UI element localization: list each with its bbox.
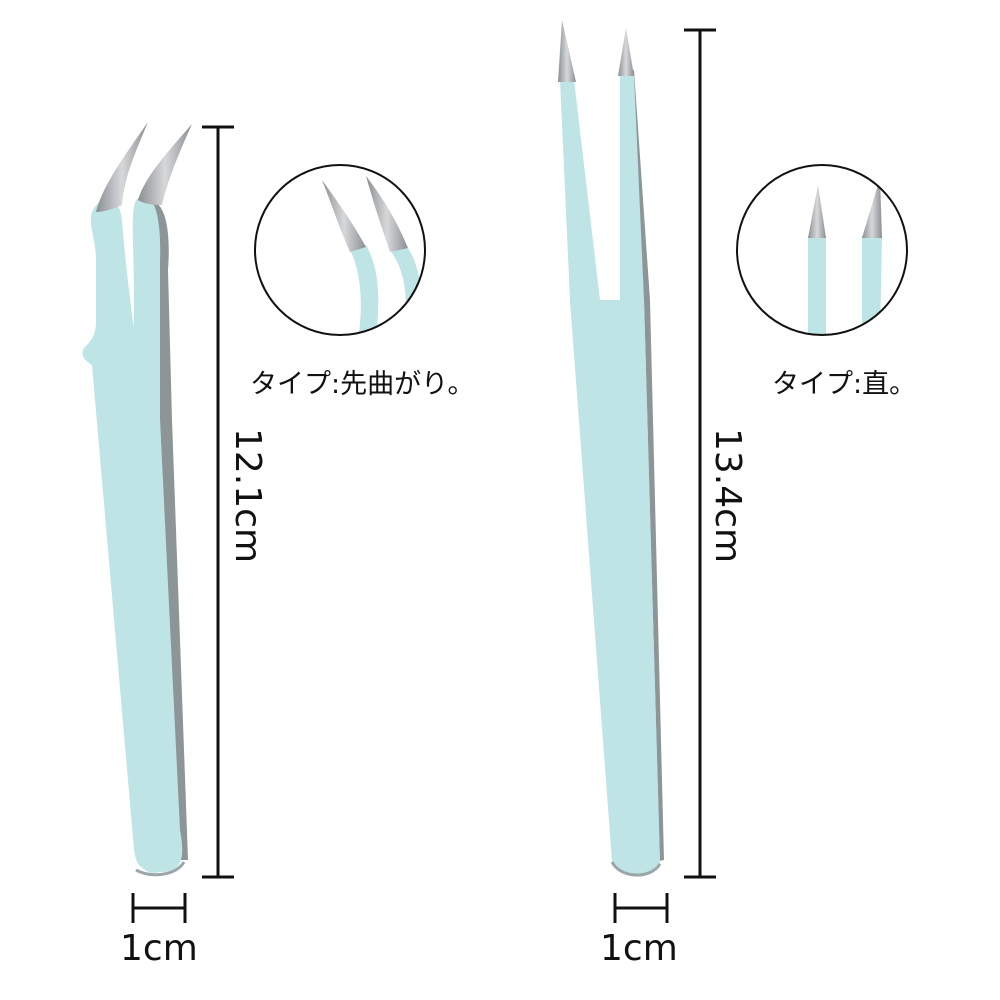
curved-type-label: タイプ:先曲がり。 [250, 369, 475, 400]
zoom-circle-right [736, 164, 908, 336]
straight-width-label: 1cm [600, 928, 678, 969]
straight-type-label: タイプ:直。 [772, 369, 917, 400]
curved-tweezers [82, 122, 192, 877]
straight-length-label: 13.4cm [707, 428, 748, 564]
curved-width-label: 1cm [120, 928, 198, 969]
straight-front-tip [558, 20, 576, 82]
straight-tweezers [558, 20, 664, 877]
curved-front-tip [96, 122, 148, 212]
straight-back-tip [618, 28, 634, 76]
zoom-circle-left [254, 164, 426, 336]
curved-back-tip [138, 124, 192, 205]
curved-length-label: 12.1cm [227, 428, 268, 564]
curved-tip-zoom [254, 164, 426, 336]
dimension-lines [131, 28, 716, 923]
straight-tip-zoom [736, 164, 908, 336]
